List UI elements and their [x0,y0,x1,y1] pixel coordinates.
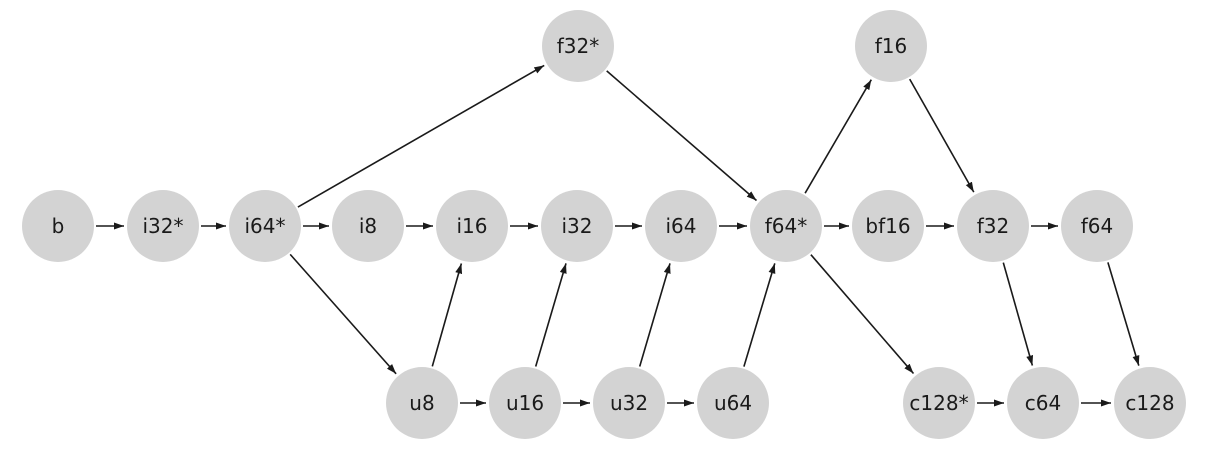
node-circle-u32 [593,367,665,439]
edge-f64w-f16 [804,79,872,194]
node-circle-c64 [1007,367,1079,439]
nodes-layer: b i32* i64* i8 i16 i32 i64 f64* bf16 f32 f64 f32* f1… [22,10,1186,439]
node-label-i64: i64 [665,214,696,238]
node-circle-u64 [697,367,769,439]
edge-i64w-u8 [289,253,397,375]
node-i64w: i64* [229,190,301,262]
node-circle-b [22,190,94,262]
node-u64: u64 [697,367,769,439]
node-c128w: c128* [903,367,975,439]
node-label-f64w: f64* [765,214,808,238]
node-label-i64w: i64* [244,214,285,238]
node-u16: u16 [489,367,561,439]
node-circle-f32 [957,190,1029,262]
node-label-c128w: c128* [909,391,968,415]
edge-u8-i16 [431,263,463,367]
node-circle-u8 [386,367,458,439]
node-label-f32w: f32* [557,34,600,58]
edge-f32w-f64w [606,70,758,202]
node-circle-f64 [1061,190,1133,262]
node-i64: i64 [645,190,717,262]
node-i16: i16 [436,190,508,262]
node-circle-i32 [541,190,613,262]
node-circle-i32w [127,190,199,262]
node-circle-bf16 [852,190,924,262]
edge-f16-f32 [909,78,975,193]
node-circle-f32w [542,10,614,82]
node-circle-i64w [229,190,301,262]
node-u32: u32 [593,367,665,439]
node-circle-i8 [332,190,404,262]
edge-u32-i64 [638,263,671,367]
node-circle-c128 [1114,367,1186,439]
node-bf16: bf16 [852,190,924,262]
edge-f64-c128 [1107,262,1140,366]
node-circle-i16 [436,190,508,262]
node-label-u64: u64 [714,391,752,415]
node-label-u16: u16 [506,391,544,415]
node-circle-f64w [750,190,822,262]
edge-u64-f64w [743,263,776,367]
edge-f64w-c128w [810,254,915,375]
node-circle-i64 [645,190,717,262]
node-b: b [22,190,94,262]
node-c128: c128 [1114,367,1186,439]
node-c64: c64 [1007,367,1079,439]
node-i32w: i32* [127,190,199,262]
node-circle-f16 [855,10,927,82]
node-u8: u8 [386,367,458,439]
edge-f32-c64 [1002,262,1034,366]
node-label-c128: c128 [1125,391,1174,415]
node-circle-c128w [903,367,975,439]
node-circle-u16 [489,367,561,439]
node-label-c64: c64 [1025,391,1061,415]
node-label-bf16: bf16 [865,214,910,238]
node-label-i32w: i32* [142,214,183,238]
node-label-i16: i16 [456,214,487,238]
node-label-b: b [52,214,65,238]
node-i32: i32 [541,190,613,262]
edges-layer [96,64,1140,407]
node-label-f16: f16 [875,34,908,58]
node-f32: f32 [957,190,1029,262]
node-label-f32: f32 [977,214,1010,238]
node-i8: i8 [332,190,404,262]
node-f16: f16 [855,10,927,82]
node-label-i8: i8 [359,214,377,238]
node-f64: f64 [1061,190,1133,262]
edge-i64w-f32w [297,64,545,208]
node-label-u8: u8 [409,391,434,415]
edge-u16-i32 [534,263,567,367]
node-label-f64: f64 [1081,214,1114,238]
node-label-i32: i32 [561,214,592,238]
node-label-u32: u32 [610,391,648,415]
node-f64w: f64* [750,190,822,262]
node-f32w: f32* [542,10,614,82]
